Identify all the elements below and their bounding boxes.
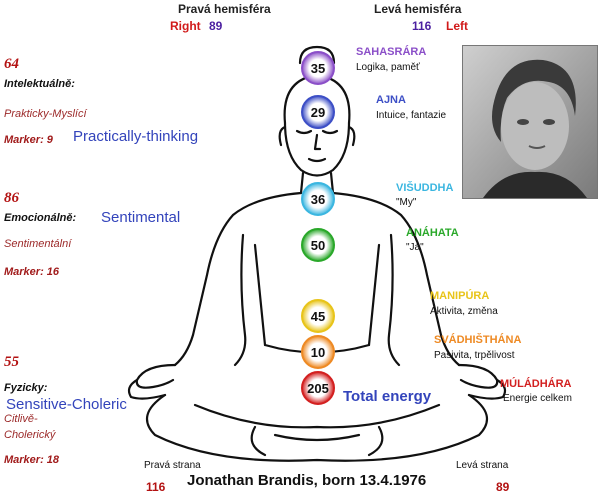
- chakra-desc-sahasrara: Logika, paměť: [356, 62, 420, 73]
- chakra-value: 29: [311, 105, 325, 120]
- chakra-desc-ajna: Intuice, fantazie: [376, 110, 447, 121]
- chakra-ball-svadhisthana: 10: [301, 335, 335, 369]
- chakra-value: 35: [311, 61, 325, 76]
- emotional-english: Sentimental: [101, 209, 181, 226]
- chakra-name-muladhara: MÚLÁDHÁRA: [500, 378, 572, 390]
- left-side-value: 89: [496, 480, 510, 494]
- chakra-desc-manipura: Aktivita, změna: [430, 306, 498, 317]
- chakra-desc-muladhara: Energie celkem: [503, 393, 572, 404]
- physical-subtype-line2: Cholerický: [4, 429, 56, 441]
- chakra-name-svadhisthana: SVÁDHIŠTHÁNA: [434, 334, 522, 346]
- chakra-ball-manipura: 45: [301, 299, 335, 333]
- intellectual-marker: Marker: 9: [4, 134, 53, 146]
- left-hemisphere-value: 116: [412, 19, 432, 33]
- left-hemisphere-label: Left: [446, 19, 468, 33]
- chakra-ball-ajna: 29: [301, 95, 335, 129]
- chakra-ball-sahasrara: 35: [301, 51, 335, 85]
- meditation-figure: [127, 45, 507, 462]
- chakra-ball-visuddha: 36: [301, 182, 335, 216]
- right-side-label: Pravá strana: [144, 460, 201, 471]
- chakra-ball-muladhara: 205: [301, 371, 335, 405]
- physical-category: Fyzicky:: [4, 382, 48, 394]
- chakra-value: 10: [311, 345, 325, 360]
- left-side-label: Levá strana: [456, 460, 509, 471]
- physical-subtype-line1: Citlivě-: [4, 413, 38, 425]
- chakra-value: 205: [307, 381, 329, 396]
- chakra-desc-visuddha: "My": [396, 197, 417, 208]
- physical-marker: Marker: 18: [4, 454, 60, 466]
- person-name-birth: Jonathan Brandis, born 13.4.1976: [187, 472, 427, 489]
- right-side-value: 116: [146, 480, 166, 494]
- total-energy-label: Total energy: [343, 388, 432, 405]
- chakra-value: 50: [311, 238, 325, 253]
- chakra-name-anahata: ANÁHATA: [406, 227, 459, 239]
- emotional-category: Emocionálně:: [4, 212, 77, 224]
- chakra-desc-svadhisthana: Pasivita, trpělivost: [434, 350, 515, 361]
- right-hemisphere-value: 89: [209, 19, 223, 33]
- chakra-desc-anahata: "Já": [406, 242, 424, 253]
- right-hemisphere-label: Right: [170, 19, 201, 33]
- chakra-name-visuddha: VIŠUDDHA: [396, 182, 454, 194]
- portrait-photo: [462, 45, 598, 199]
- physical-score: 55: [4, 354, 19, 370]
- chakra-name-ajna: AJNA: [376, 94, 406, 106]
- chakra-ball-anahata: 50: [301, 228, 335, 262]
- intellectual-score: 64: [4, 56, 19, 72]
- emotional-subtype: Sentimentální: [4, 238, 72, 250]
- right-hemisphere-title: Pravá hemisféra: [178, 2, 271, 16]
- emotional-score: 86: [4, 190, 19, 206]
- chakra-column: 35 29 36 50 45 10 205: [301, 51, 335, 405]
- left-hemisphere-title: Levá hemisféra: [374, 2, 462, 16]
- intellectual-english: Practically-thinking: [73, 128, 199, 145]
- intellectual-subtype: Prakticky-Myslící: [4, 108, 87, 120]
- chakra-value: 45: [311, 309, 325, 324]
- intellectual-category: Intelektuálně:: [4, 78, 75, 90]
- chakra-name-sahasrara: SAHASRÁRA: [356, 46, 427, 58]
- chakra-value: 36: [311, 192, 325, 207]
- chakra-name-manipura: MANIPÚRA: [430, 290, 490, 302]
- physical-english: Sensitive-Choleric: [6, 396, 127, 413]
- emotional-marker: Marker: 16: [4, 266, 60, 278]
